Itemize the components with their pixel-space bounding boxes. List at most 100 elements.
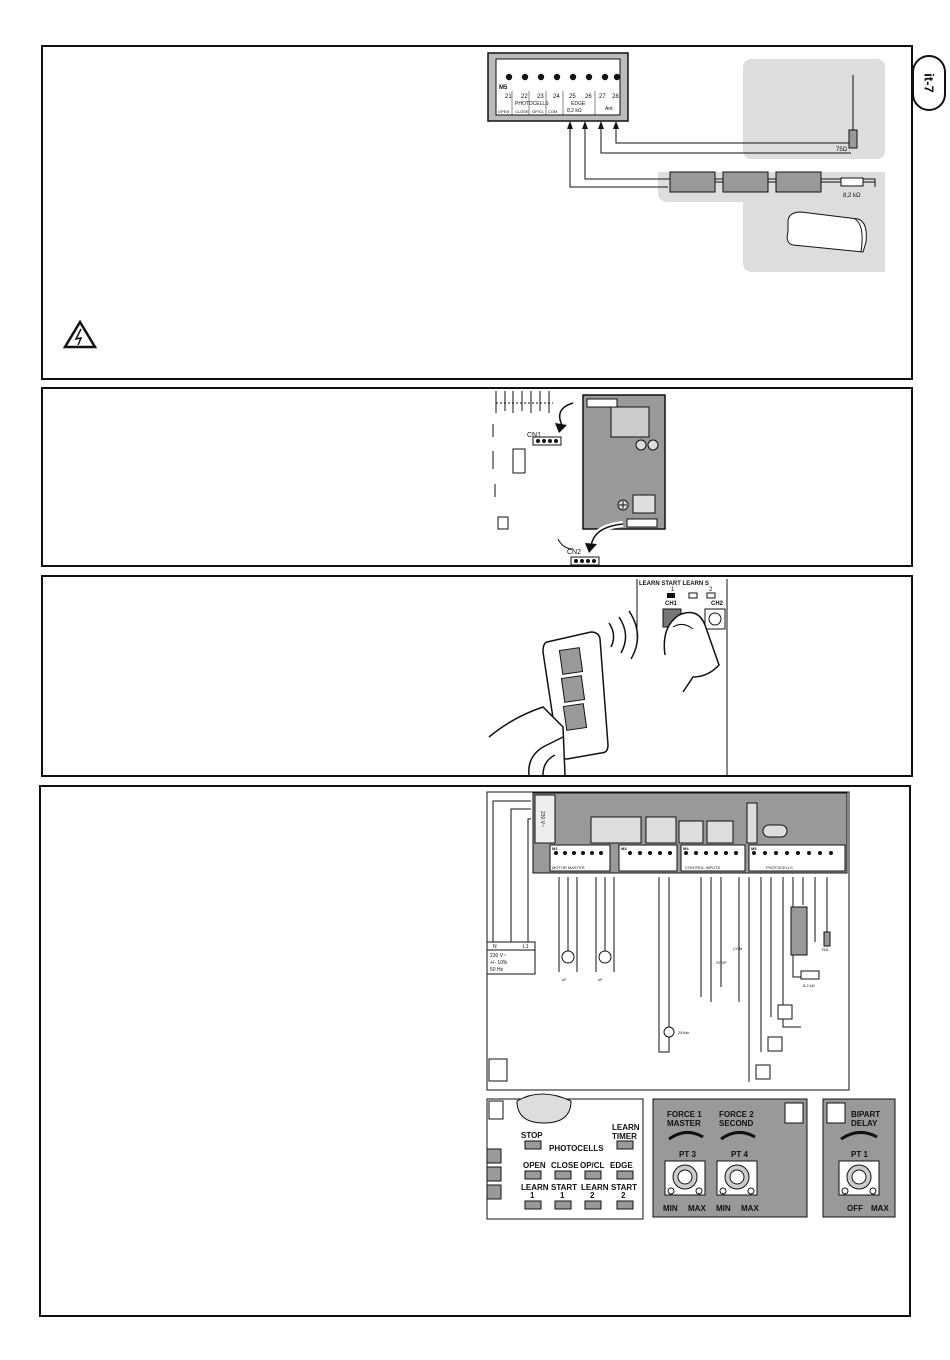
sub-com: COM	[548, 109, 557, 114]
supply-frequency: 50 Hz	[490, 967, 504, 973]
led-panel	[486, 1098, 644, 1220]
led-learn2-num: 2	[590, 1191, 595, 1200]
resistor-75-label: 75Ω	[821, 947, 828, 952]
term-25: 25	[569, 94, 576, 100]
motor-master-icon	[561, 950, 575, 964]
hand-icon	[488, 706, 566, 776]
block-m4: M4	[683, 846, 689, 851]
term-27: 27	[599, 94, 606, 100]
num-2: 2	[709, 587, 713, 593]
cn1-label: CN1	[527, 432, 541, 439]
terminal-block-label: M5	[499, 85, 508, 91]
panel-3-diagram: LEARN START LEARN S 1 2 CH1 CH2	[488, 579, 728, 776]
terminal-strips	[549, 844, 846, 872]
lamp-wires	[658, 877, 670, 1053]
led-edge-label: EDGE	[610, 1161, 633, 1170]
terminal-captions: MOTOR MASTER CONTROL INPUTS PHOTOCELLS	[552, 865, 793, 870]
led-learn-label: LEARN	[612, 1123, 640, 1132]
rotate-arrow-icon	[668, 1131, 704, 1141]
panel-remote-learn: LEARN START LEARN S 1 2 CH1 CH2	[41, 575, 913, 777]
antenna-area	[743, 59, 885, 159]
ant-label: Ant.	[605, 106, 614, 112]
pt4-label: PT 4	[731, 1150, 748, 1159]
edge-label: EDGE	[571, 101, 586, 107]
bipart-label: BIPART	[851, 1110, 880, 1119]
term-21: 21	[505, 94, 512, 100]
ch1-label: CH1	[665, 601, 678, 607]
finger-icon	[663, 611, 720, 693]
svg-text:230 V~: 230 V~	[539, 811, 545, 827]
bipart-max: MAX	[871, 1204, 889, 1213]
force2-label: FORCE 2	[719, 1110, 754, 1119]
edge-value: 8,2 kΩ	[567, 108, 582, 114]
led-learn1-num: 1	[530, 1191, 535, 1200]
force2-sub: SECOND	[719, 1119, 753, 1128]
trimmer-pt4[interactable]	[716, 1160, 758, 1196]
pt1-label: PT 1	[851, 1150, 868, 1159]
delay-label: DELAY	[851, 1119, 878, 1128]
block-m3: M3	[621, 846, 627, 851]
block-labels: M1 M3 M4 M5	[552, 846, 757, 851]
photocells-label: PHOTOCELLS	[515, 101, 549, 107]
terminal-face	[495, 58, 621, 116]
edge-strip	[790, 906, 808, 956]
control-inputs-label: CONTROL INPUTS	[685, 865, 721, 870]
block-m1: M1	[552, 846, 558, 851]
led-learn1-label: LEARN	[521, 1183, 549, 1192]
led-learn2-label: LEARN	[581, 1183, 609, 1192]
sub-open: OPEN	[498, 109, 509, 114]
sub-close: CLOSE	[515, 109, 529, 114]
stop-label: STOP	[716, 960, 727, 965]
force2-max: MAX	[741, 1204, 759, 1213]
lamp-icon	[663, 1026, 675, 1038]
supply-n: N	[493, 944, 497, 950]
force1-max: MAX	[688, 1204, 706, 1213]
term-28: 28	[612, 94, 619, 100]
terminal-numbers: 21 22 23 24 25 26 27 28	[505, 94, 619, 100]
cn2-label: CN2	[567, 549, 581, 556]
supply-box	[486, 941, 536, 975]
led-close-label: CLOSE	[551, 1161, 579, 1170]
led-start1-label: START	[551, 1183, 577, 1192]
safety-edges	[669, 171, 875, 193]
led-indicators	[486, 1140, 634, 1210]
sub-opcl: OP/CL	[532, 109, 545, 114]
panel-1-diagram: M5 21 22 23 24 25 26 27 28 PHOTOCELLS ED…	[62, 52, 885, 349]
edge-resistor-label: 8,2 kΩ	[843, 193, 861, 199]
term-24: 24	[553, 94, 560, 100]
edge-profile-icon	[786, 211, 867, 253]
supply-wires	[492, 800, 531, 942]
warning-icon	[62, 319, 98, 349]
panel-radio-module: CN1 CN2	[41, 387, 913, 567]
ch2-label: CH2	[711, 601, 724, 607]
led-opcl-label: OP/CL	[580, 1161, 605, 1170]
force1-label: FORCE 1	[667, 1110, 702, 1119]
trimmer-pt1[interactable]	[838, 1160, 880, 1196]
led-start2-label: START	[611, 1183, 637, 1192]
led-stop-label: STOP	[521, 1131, 543, 1140]
led-start2-num: 2	[621, 1191, 626, 1200]
led-start1-num: 1	[560, 1191, 565, 1200]
led-labels: STOP LEARN TIMER PHOTOCELLS OPEN CLOSE O…	[521, 1123, 640, 1200]
force-panel	[652, 1098, 808, 1218]
resistor-75	[823, 931, 831, 947]
wiring-number-box	[488, 1058, 508, 1082]
pt3-label: PT 3	[679, 1150, 696, 1159]
force1-min: MIN	[663, 1204, 678, 1213]
cap2-label: uF	[598, 977, 603, 982]
supply-voltage: 230 V~	[490, 953, 506, 959]
control-input-wires	[700, 877, 740, 1002]
panel-antenna-edge: M5 21 22 23 24 25 26 27 28 PHOTOCELLS ED…	[41, 45, 913, 380]
resistor-8k2-label: 8,2 kΩ	[803, 983, 815, 988]
sub-labels: OPEN CLOSE OP/CL COM	[498, 109, 557, 114]
antenna-resistor-label: 75Ω	[836, 147, 848, 153]
page-tab: it-7	[912, 55, 946, 111]
bipart-labels: BIPART DELAY PT 1 OFF MAX	[847, 1110, 889, 1213]
trimmer-pt3[interactable]	[664, 1160, 706, 1196]
force1-sub: MASTER	[667, 1119, 701, 1128]
force2-min: MIN	[716, 1204, 731, 1213]
lamp-label: 24Vdc	[678, 1030, 689, 1035]
rotate-arrow-icon-2	[720, 1131, 756, 1141]
module-board	[582, 394, 666, 530]
panel-2-diagram: CN1 CN2	[492, 391, 666, 566]
